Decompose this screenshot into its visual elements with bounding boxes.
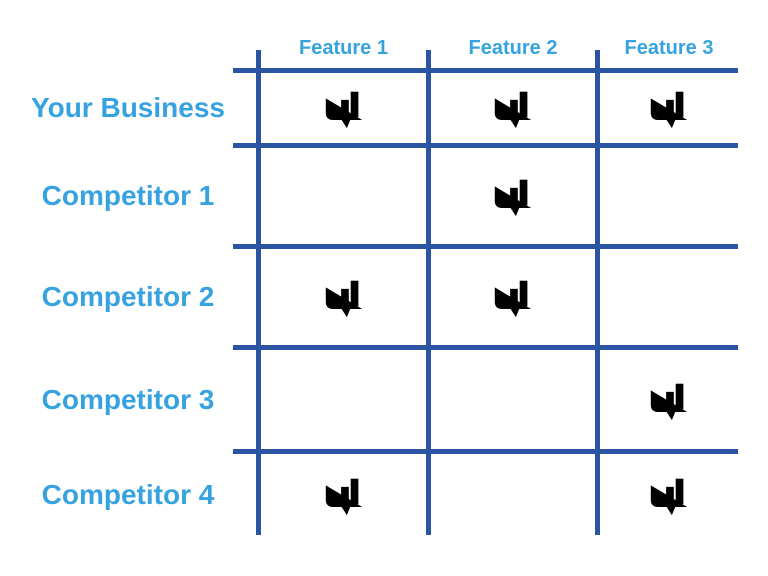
row-label: Competitor 4 bbox=[41, 478, 215, 510]
row-label: Competitor 2 bbox=[41, 281, 215, 312]
grid-horizontal-line bbox=[233, 244, 738, 249]
matrix-cell bbox=[261, 350, 426, 449]
matrix-cell bbox=[261, 73, 426, 143]
matrix-cell bbox=[600, 249, 738, 345]
column-header-feature-3: Feature 3 bbox=[624, 36, 714, 59]
grid-vertical-line bbox=[426, 50, 431, 535]
matrix-cell bbox=[600, 350, 738, 449]
matrix-cell bbox=[261, 249, 426, 345]
column-header-feature-2: Feature 2 bbox=[468, 36, 558, 59]
bar-chart-speech-bubble-icon bbox=[489, 173, 537, 219]
matrix-cell bbox=[431, 73, 595, 143]
bar-chart-speech-bubble-icon bbox=[489, 274, 537, 320]
matrix-cell bbox=[261, 454, 426, 535]
matrix-cell bbox=[431, 454, 595, 535]
bar-chart-speech-bubble-icon bbox=[320, 472, 368, 518]
matrix-cell bbox=[600, 148, 738, 244]
bar-chart-speech-bubble-icon bbox=[645, 85, 693, 131]
bar-chart-speech-bubble-icon bbox=[320, 85, 368, 131]
row-label: Your Business bbox=[31, 92, 225, 123]
bar-chart-speech-bubble-icon bbox=[320, 274, 368, 320]
matrix-row-competitor-3: Competitor 3 bbox=[0, 350, 768, 449]
bar-chart-speech-bubble-icon bbox=[645, 377, 693, 423]
grid-horizontal-line bbox=[233, 449, 738, 454]
grid-horizontal-line bbox=[233, 68, 738, 73]
matrix-cell bbox=[431, 249, 595, 345]
bar-chart-speech-bubble-icon bbox=[489, 85, 537, 131]
matrix-cell bbox=[431, 350, 595, 449]
grid-vertical-line bbox=[256, 50, 261, 535]
matrix-cell bbox=[261, 148, 426, 244]
matrix-cell bbox=[431, 148, 595, 244]
grid-horizontal-line bbox=[233, 345, 738, 350]
matrix-row-your-business: Your Business bbox=[0, 73, 768, 143]
row-label: Competitor 3 bbox=[41, 383, 215, 415]
matrix-cell bbox=[600, 73, 738, 143]
grid-vertical-line bbox=[595, 50, 600, 535]
matrix-row-competitor-1: Competitor 1 bbox=[0, 148, 768, 244]
bar-chart-speech-bubble-icon bbox=[645, 472, 693, 518]
grid-horizontal-line bbox=[233, 143, 738, 148]
matrix-row-competitor-4: Competitor 4 bbox=[0, 454, 768, 535]
matrix-row-competitor-2: Competitor 2 bbox=[0, 249, 768, 345]
matrix-cell bbox=[600, 454, 738, 535]
column-header-feature-1: Feature 1 bbox=[299, 36, 388, 59]
row-label: Competitor 1 bbox=[41, 180, 215, 211]
header-row: Feature 1 Feature 2 Feature 3 bbox=[0, 28, 768, 68]
